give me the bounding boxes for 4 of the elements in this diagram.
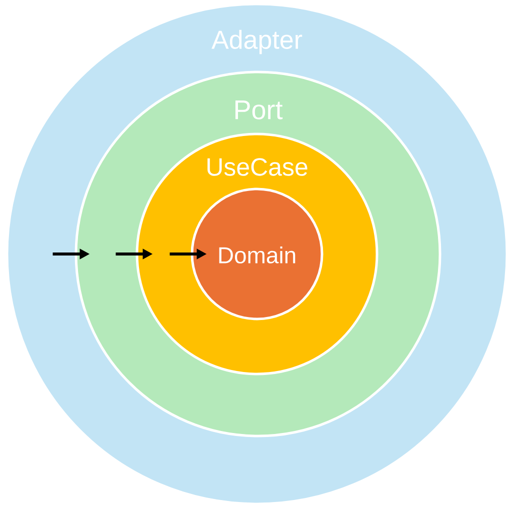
layer-label: Domain bbox=[219, 246, 296, 264]
layer-label: Port bbox=[235, 100, 283, 120]
layer-label: UseCase bbox=[208, 158, 308, 176]
layer-label: Adapter bbox=[212, 30, 302, 54]
